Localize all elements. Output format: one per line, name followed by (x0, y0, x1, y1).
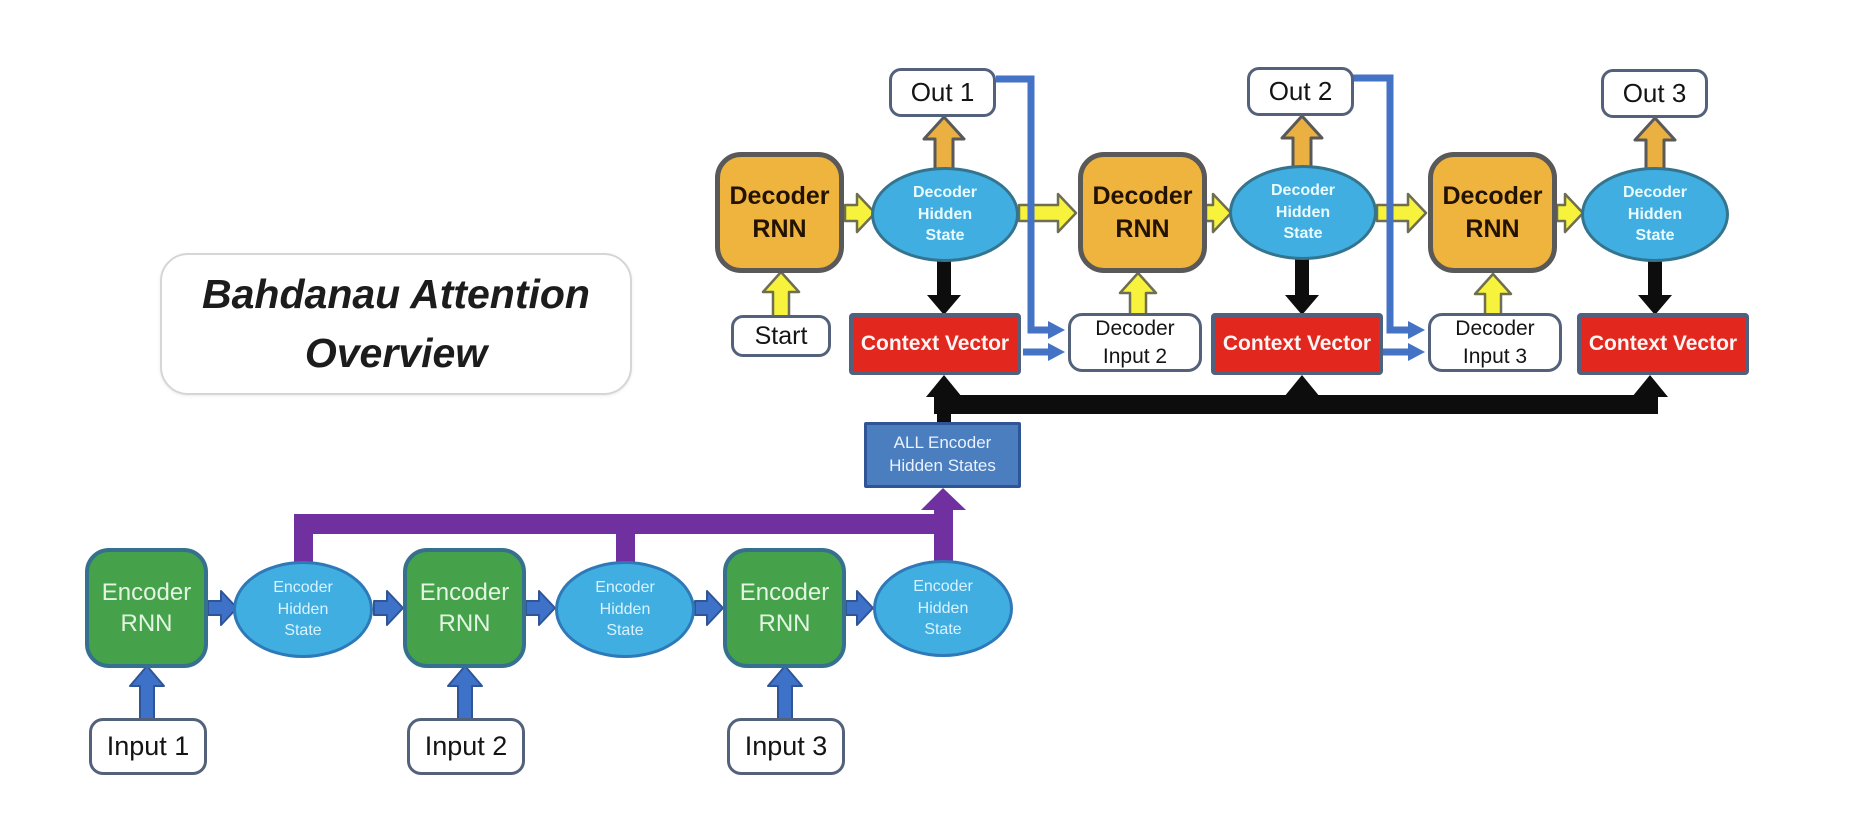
decoder-input-2-box: Decoder Input 2 (1068, 313, 1202, 372)
context-vector-1: Context Vector (849, 313, 1021, 375)
input-3-box: Input 3 (727, 718, 845, 775)
decoder-rnn-1: Decoder RNN (715, 152, 844, 273)
diagram-title: Bahdanau Attention Overview (160, 253, 632, 395)
encoder-rnn-1: Encoder RNN (85, 548, 208, 668)
encoder-hidden-state-3: Encoder Hidden State (873, 560, 1013, 657)
output-feedback-wire-heads (1048, 321, 1425, 361)
all-encoder-hidden-states: ALL Encoder Hidden States (864, 422, 1021, 488)
attention-arrow (927, 257, 1672, 315)
decoder-hidden-state-2: Decoder Hidden State (1229, 165, 1377, 260)
encoder-hidden-state-2: Encoder Hidden State (555, 561, 695, 658)
decoder-rnn-2: Decoder RNN (1078, 152, 1207, 273)
decoder-input-3-box: Decoder Input 3 (1428, 313, 1562, 372)
encoder-rnn-3: Encoder RNN (723, 548, 846, 668)
output-feedback-wire (996, 74, 1410, 356)
input-2-box: Input 2 (407, 718, 525, 775)
start-box: Start (731, 315, 831, 357)
decoder-input-arrow (761, 270, 1513, 319)
encoder-states-wire (294, 488, 966, 564)
out-3-box: Out 3 (1601, 69, 1708, 118)
encoder-hidden-state-1: Encoder Hidden State (233, 561, 373, 658)
input-1-box: Input 1 (89, 718, 207, 775)
context-vector-3: Context Vector (1577, 313, 1749, 375)
output-arrow (922, 114, 1677, 172)
out-2-box: Out 2 (1247, 67, 1354, 116)
decoder-rnn-3: Decoder RNN (1428, 152, 1557, 273)
encoder-flow-arrow (207, 590, 874, 626)
encoder-rnn-2: Encoder RNN (403, 548, 526, 668)
decoder-flow-arrow (843, 192, 1585, 234)
input-arrow (129, 665, 803, 721)
context-vector-2: Context Vector (1211, 313, 1383, 375)
out-1-box: Out 1 (889, 68, 996, 117)
decoder-hidden-state-3: Decoder Hidden State (1581, 167, 1729, 262)
context-distribution-wire (926, 375, 1668, 423)
decoder-hidden-state-1: Decoder Hidden State (871, 167, 1019, 262)
